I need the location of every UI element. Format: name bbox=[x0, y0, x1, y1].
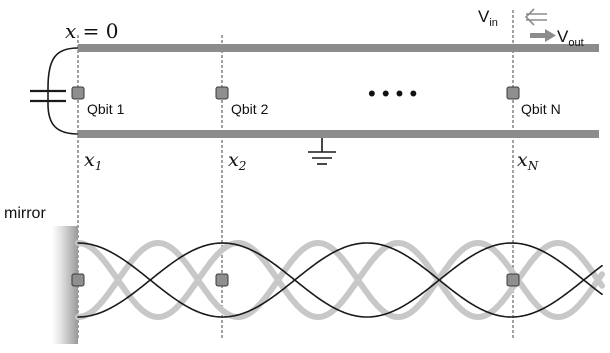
wave-qubit-n-marker bbox=[506, 273, 520, 287]
standing-wave-dark-upper bbox=[77, 242, 603, 318]
qubit-n-marker bbox=[506, 86, 520, 100]
qubit-1-label: Qbit 1 bbox=[87, 101, 125, 117]
wave-qubit-2-marker bbox=[215, 273, 229, 287]
qubit-2-marker bbox=[215, 86, 229, 100]
ground-icon bbox=[308, 138, 336, 165]
qubit-2-label: Qbit 2 bbox=[231, 101, 269, 117]
position-label-1: x1 bbox=[84, 149, 102, 173]
wave-qubit-1-marker bbox=[71, 273, 85, 287]
vin-label: Vin bbox=[478, 7, 498, 29]
standing-wave-dark-lower bbox=[77, 242, 603, 318]
qubit-n-label: Qbit N bbox=[521, 101, 561, 117]
position-label-n: xN bbox=[517, 149, 539, 173]
origin-label: x = 0 bbox=[65, 19, 118, 43]
position-label-2: x2 bbox=[228, 149, 246, 173]
standing-waves bbox=[75, 239, 605, 321]
ellipsis-dots: • • • • bbox=[368, 81, 417, 106]
mirror-label: mirror bbox=[4, 205, 46, 222]
vout-label: Vout bbox=[557, 27, 584, 49]
qubit-1-marker bbox=[71, 86, 85, 100]
output-arrow-icon bbox=[530, 29, 556, 42]
bottom-rail bbox=[78, 130, 599, 138]
top-rail bbox=[78, 44, 599, 52]
input-arrow-icon bbox=[524, 8, 547, 26]
capacitor-icon bbox=[30, 47, 79, 135]
